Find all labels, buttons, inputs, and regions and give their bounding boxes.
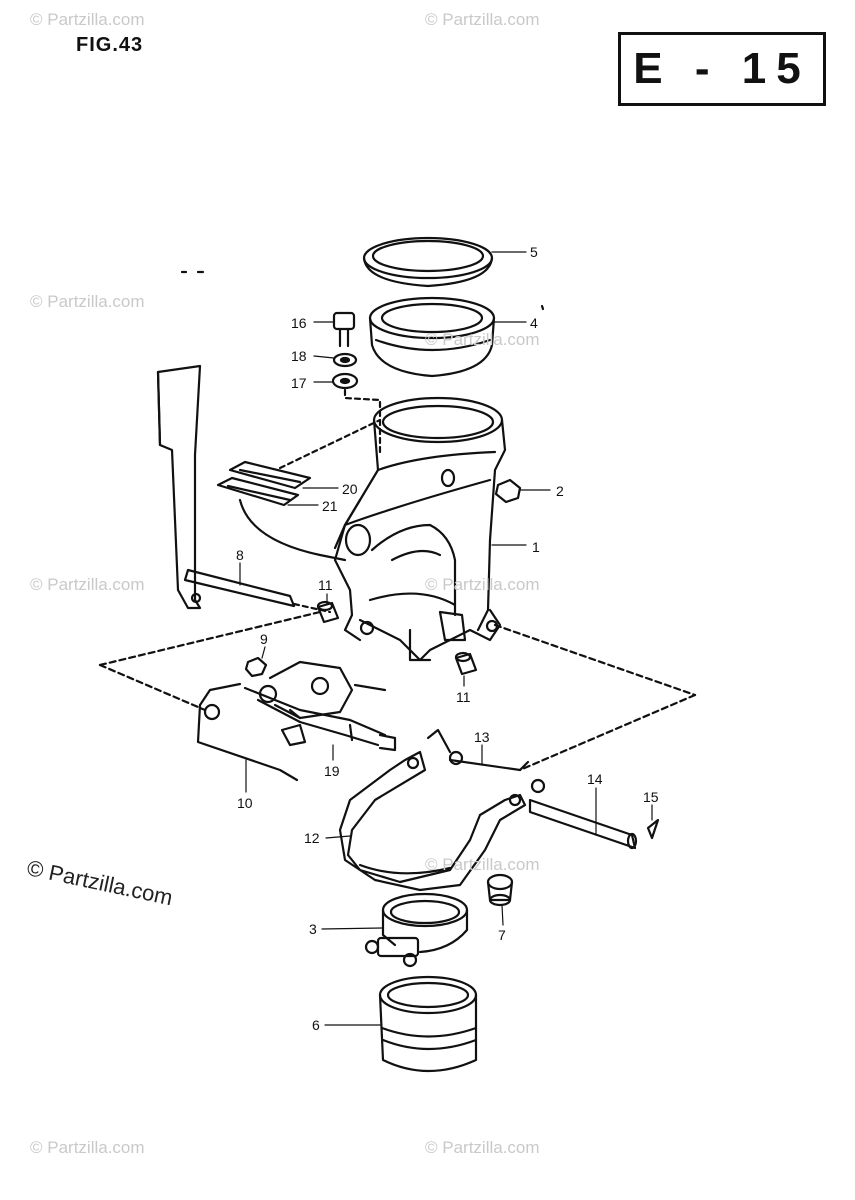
callout-11-lower: 11	[456, 689, 471, 705]
callout-5: 5	[530, 244, 538, 260]
callout-7: 7	[498, 927, 506, 943]
watermark: © Partzilla.com	[30, 292, 145, 311]
part-18-washer	[332, 352, 358, 368]
callout-16: 16	[291, 315, 307, 331]
part-7-collar	[486, 873, 514, 907]
callout-19: 19	[324, 763, 340, 779]
part-14-pin	[528, 798, 638, 850]
callout-15: 15	[643, 789, 659, 805]
callout-6: 6	[312, 1017, 320, 1033]
part-12-stopper-bracket	[338, 750, 527, 892]
callout-12: 12	[304, 830, 320, 846]
callout-2: 2	[556, 483, 564, 499]
watermark: © Partzilla.com	[425, 330, 540, 349]
watermark: © Partzilla.com	[30, 575, 145, 594]
tilt-lever-arm	[156, 364, 202, 610]
watermark: © Partzilla.com	[425, 10, 540, 29]
part-10-spring	[196, 682, 299, 782]
callout-1: 1	[532, 539, 540, 555]
part-15-cotter-pin	[646, 818, 660, 840]
watermark: © Partzilla.com	[425, 1138, 540, 1157]
part-6-lower-bushing	[378, 975, 478, 1073]
part-17-washer	[331, 372, 359, 390]
section-code-box: E - 15	[618, 32, 826, 106]
callout-10: 10	[237, 795, 253, 811]
part-8-shaft	[183, 568, 332, 614]
section-code: E - 15	[633, 44, 811, 93]
part-13-clip	[426, 728, 546, 794]
part-1-swivel-bracket	[238, 396, 507, 662]
part-3-clamp	[364, 892, 469, 968]
part-11-bushing-a	[316, 600, 340, 624]
part-2-nut	[494, 478, 522, 504]
callout-9: 9	[260, 631, 268, 647]
callout-11-upper: 11	[318, 577, 333, 593]
part-21-plate	[216, 476, 300, 507]
callout-20: 20	[342, 481, 358, 497]
part-11-bushing-b	[454, 651, 478, 676]
callout-17: 17	[291, 375, 307, 391]
part-19-tilt-lock	[243, 660, 397, 752]
watermark: © Partzilla.com	[30, 1138, 145, 1157]
callout-14: 14	[587, 771, 603, 787]
watermark: © Partzilla.com	[425, 575, 540, 594]
part-5-seal-ring	[362, 236, 494, 288]
leader-lines	[239, 251, 653, 1026]
callout-8: 8	[236, 547, 244, 563]
callout-4: 4	[530, 315, 538, 331]
watermark: © Partzilla.com	[30, 10, 145, 29]
callout-3: 3	[309, 921, 317, 937]
figure-label: FIG.43	[76, 34, 144, 56]
callout-18: 18	[291, 348, 307, 364]
part-4-bushing	[368, 296, 496, 378]
callout-13: 13	[474, 729, 490, 745]
part-16-bolt	[332, 311, 356, 348]
part-20-plate	[228, 460, 312, 490]
callout-21: 21	[322, 498, 338, 514]
watermark: © Partzilla.com	[425, 855, 540, 874]
part-9-nut	[244, 656, 268, 678]
